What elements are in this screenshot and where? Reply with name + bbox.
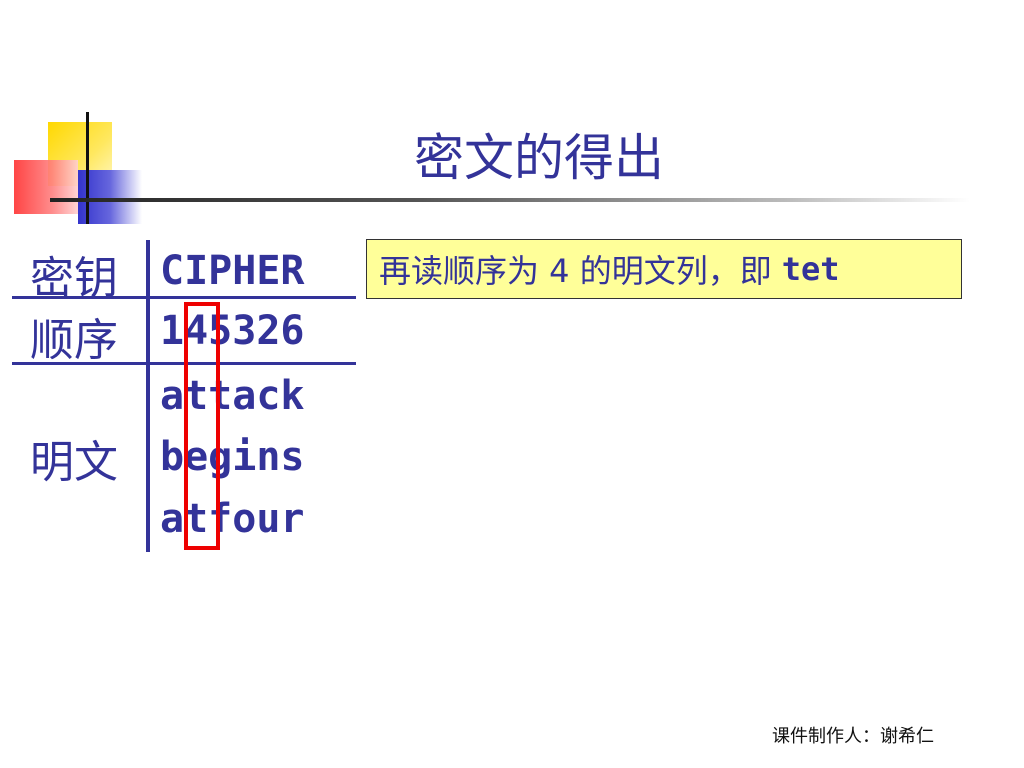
note-box: 再读顺序为 4 的明文列，即 tet: [366, 239, 962, 299]
key-value: CIPHER: [160, 248, 305, 294]
plaintext-row-1: attack: [160, 373, 305, 419]
footer-credit: 课件制作人：谢希仁: [772, 726, 934, 747]
decor-red-square: [14, 160, 78, 214]
note-text: 再读顺序为 4 的明文列，即: [379, 252, 772, 290]
table-vertical-divider: [146, 240, 150, 552]
note-keyword: tet: [781, 250, 840, 288]
slide-title: 密文的得出: [414, 129, 664, 187]
decor-vertical-line: [86, 112, 89, 224]
order-value: 145326: [160, 308, 305, 354]
decor-horizontal-rule: [50, 198, 970, 202]
order-label: 顺序: [30, 315, 118, 366]
plaintext-label: 明文: [30, 437, 118, 488]
plaintext-row-3: atfour: [160, 496, 305, 542]
highlighted-column-box: [184, 302, 220, 550]
table-divider-1: [12, 296, 356, 299]
plaintext-row-2: begins: [160, 434, 305, 480]
key-label: 密钥: [30, 253, 118, 304]
